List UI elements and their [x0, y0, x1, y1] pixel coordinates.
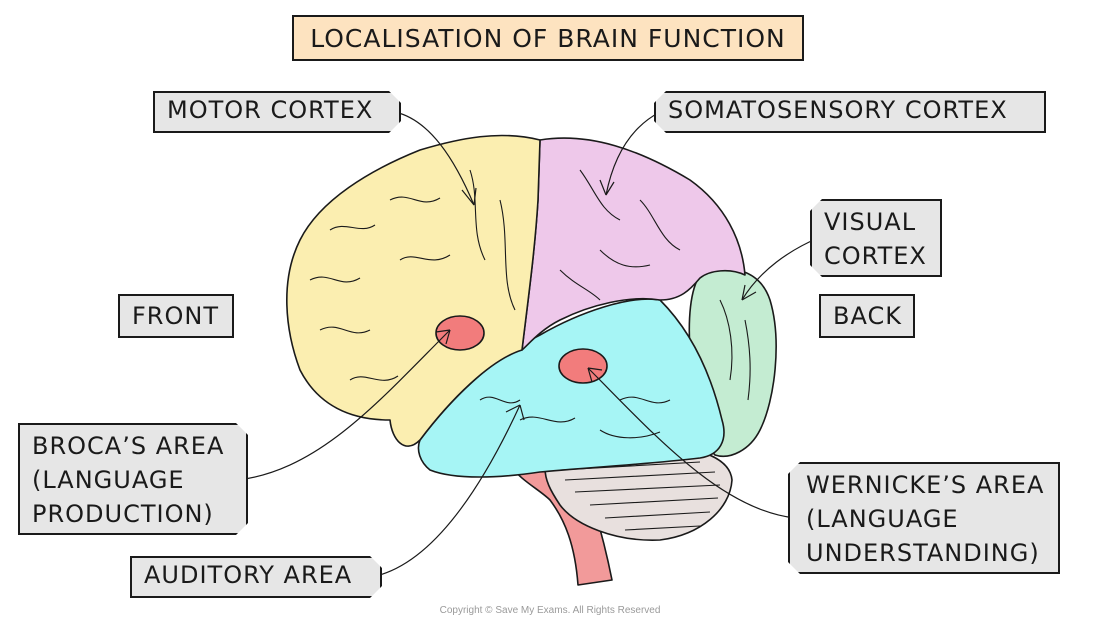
frontal-lobe — [286, 134, 541, 447]
auditory-leader — [375, 404, 521, 577]
somatosensory-leader — [605, 111, 661, 196]
label-visual-cortex: VISUAL CORTEX — [810, 199, 942, 277]
diagram-title: LOCALISATION OF BRAIN FUNCTION — [292, 15, 804, 61]
copyright-notice: Copyright © Save My Exams. All Rights Re… — [439, 605, 661, 616]
label-brocas-area: BROCA’S AREA (LANGUAGE PRODUCTION) — [18, 423, 248, 535]
label-somatosensory-cortex: SOMATOSENSORY CORTEX — [654, 91, 1046, 133]
label-back: BACK — [819, 294, 915, 338]
temporal-lobe — [417, 298, 725, 478]
motor-leader — [394, 111, 475, 206]
wernickes-area-spot — [558, 348, 608, 384]
label-motor-cortex: MOTOR CORTEX — [153, 91, 401, 133]
wernickes-leader — [587, 367, 796, 519]
visual-leader — [741, 237, 819, 301]
brain-folds — [309, 169, 751, 531]
brocas-area-spot — [435, 315, 485, 351]
label-front: FRONT — [118, 294, 234, 338]
label-wernickes-area: WERNICKE’S AREA (LANGUAGE UNDERSTANDING) — [788, 462, 1060, 574]
label-auditory-area: AUDITORY AREA — [130, 556, 382, 598]
brocas-leader — [237, 329, 451, 481]
leader-lines — [237, 111, 819, 577]
